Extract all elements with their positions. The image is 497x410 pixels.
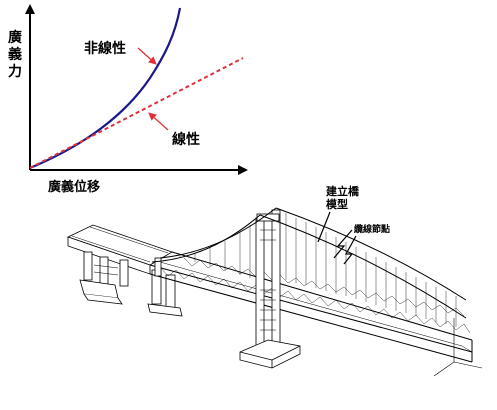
x-axis-label: 廣義位移: [48, 179, 100, 195]
linear-arrow: [148, 112, 169, 131]
deck-truss: [159, 266, 471, 334]
element-pointer-1: [333, 229, 353, 259]
left-pylon: [154, 257, 162, 277]
nonlinear-arrow: [137, 47, 157, 65]
nonlinear-curve: [29, 7, 182, 170]
y-axis-label: 廣義力: [8, 29, 22, 80]
element-label: 纜線節點: [354, 223, 390, 235]
main-cables: [151, 207, 467, 319]
model-label-line-1: 建立橋: [326, 184, 360, 198]
force-displacement-graph: 廣義力 廣義位移 非線性 線性: [8, 4, 248, 195]
main-deck: [149, 251, 473, 363]
main-pylon: [239, 209, 301, 369]
model-pointer: [317, 211, 331, 243]
element-pointer-2: [343, 235, 357, 265]
bridge-callouts: 建立橋 模型 纜線節點: [317, 184, 390, 265]
bridge-model: [66, 207, 483, 377]
nonlinear-label: 非線性: [84, 40, 126, 57]
coordinate-axes-icon: [433, 318, 483, 377]
hangers: [179, 213, 457, 327]
model-label-line-2: 模型: [326, 197, 348, 211]
y-axis-label-char: 廣: [8, 29, 22, 46]
approach-piers: [79, 251, 183, 317]
y-axis-label-char: 義: [8, 46, 22, 63]
y-axis-label-char: 力: [8, 63, 22, 80]
linear-label: 線性: [172, 131, 200, 148]
linear-line: [29, 57, 244, 169]
